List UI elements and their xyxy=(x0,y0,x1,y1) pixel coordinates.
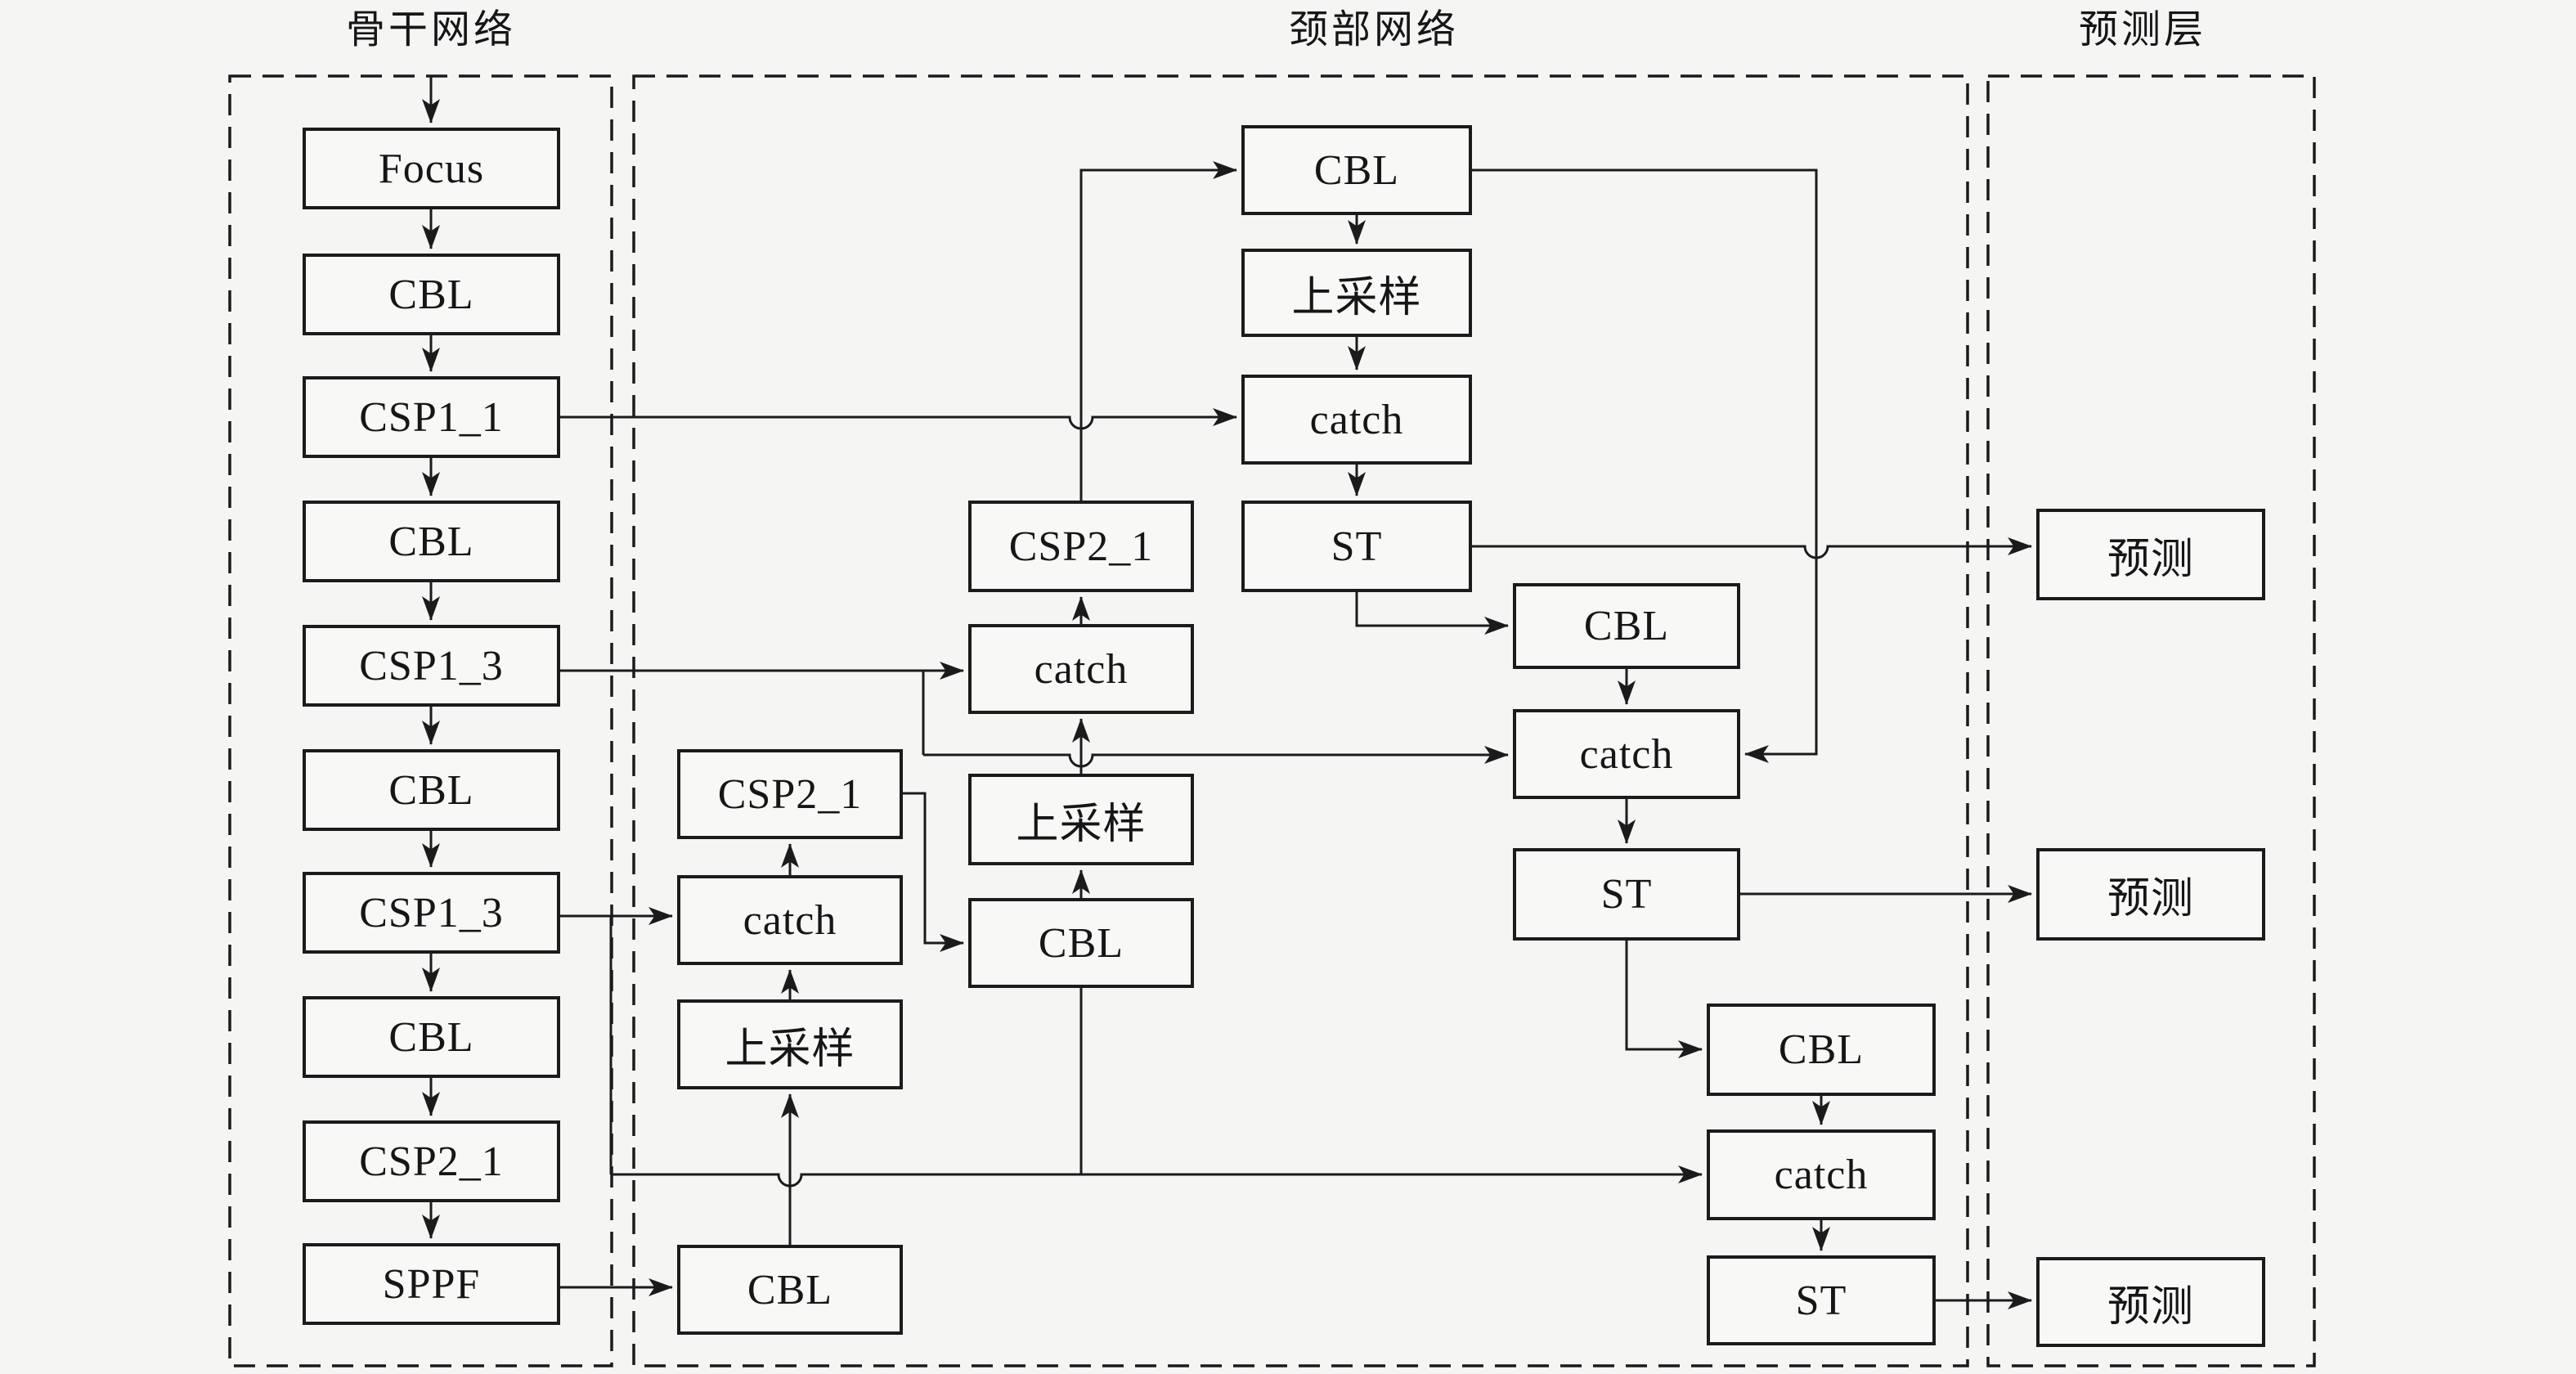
edge-csp1_1-catch_c xyxy=(560,408,1237,430)
node-neck-cbl-e: CBL xyxy=(1707,1004,1936,1096)
node-neck-csp2-b: CSP2_1 xyxy=(968,501,1194,592)
node-backbone-csp1-3-a: CSP1_3 xyxy=(303,625,560,707)
edge-st_c-cbl_d xyxy=(1355,592,1509,635)
node-neck-catch-b: catch xyxy=(968,624,1194,714)
prediction-title: 预测层 xyxy=(2078,8,2206,52)
backbone-frame xyxy=(228,74,613,1367)
prediction-frame xyxy=(1986,74,2316,1367)
node-backbone-cbl-3: CBL xyxy=(303,749,560,831)
node-backbone-csp2-1: CSP2_1 xyxy=(303,1120,560,1202)
node-backbone-cbl-4: CBL xyxy=(303,996,560,1078)
node-neck-catch-e: catch xyxy=(1707,1129,1936,1220)
node-neck-cbl-c: CBL xyxy=(1241,125,1472,215)
edge-cbl_c-catch_d xyxy=(1472,168,1818,763)
edge-csp2_b-cbl_c xyxy=(1079,161,1237,501)
edge-csp2_a-cbl_b xyxy=(903,792,964,952)
node-neck-st-d: ST xyxy=(1513,848,1740,941)
neck-frame xyxy=(632,74,1969,1367)
node-backbone-csp1-1: CSP1_1 xyxy=(303,376,560,458)
edge-deep-lateral-catch_e xyxy=(611,1165,1703,1188)
node-backbone-cbl-2: CBL xyxy=(303,501,560,582)
neck-title: 颈部网络 xyxy=(1288,8,1459,52)
node-backbone-focus: Focus xyxy=(303,128,560,209)
edge-st_d-cbl_e xyxy=(1625,941,1703,1058)
edge-lateral-catch_d xyxy=(923,746,1509,768)
node-neck-upsample-b: 上采样 xyxy=(968,774,1194,865)
backbone-title: 骨干网络 xyxy=(345,8,516,52)
edge-st_c-pred_1 xyxy=(1472,537,2032,559)
node-neck-cbl-a: CBL xyxy=(677,1245,903,1335)
node-neck-st-e: ST xyxy=(1707,1255,1936,1345)
node-neck-cbl-b: CBL xyxy=(968,898,1194,988)
node-backbone-sppf: SPPF xyxy=(303,1243,560,1325)
node-pred-1: 预测 xyxy=(2036,509,2265,600)
node-pred-3: 预测 xyxy=(2036,1257,2265,1347)
node-neck-catch-d: catch xyxy=(1513,709,1740,799)
node-backbone-csp1-3-b: CSP1_3 xyxy=(303,872,560,954)
node-neck-upsample-a: 上采样 xyxy=(677,999,903,1089)
node-backbone-cbl-1: CBL xyxy=(303,254,560,335)
node-neck-cbl-d: CBL xyxy=(1513,583,1740,669)
node-neck-upsample-c: 上采样 xyxy=(1241,249,1472,337)
node-neck-csp2-a: CSP2_1 xyxy=(677,749,903,839)
node-neck-catch-c: catch xyxy=(1241,375,1472,465)
node-pred-2: 预测 xyxy=(2036,848,2265,941)
node-neck-st-c: ST xyxy=(1241,501,1472,592)
node-neck-catch-a: catch xyxy=(677,875,903,965)
